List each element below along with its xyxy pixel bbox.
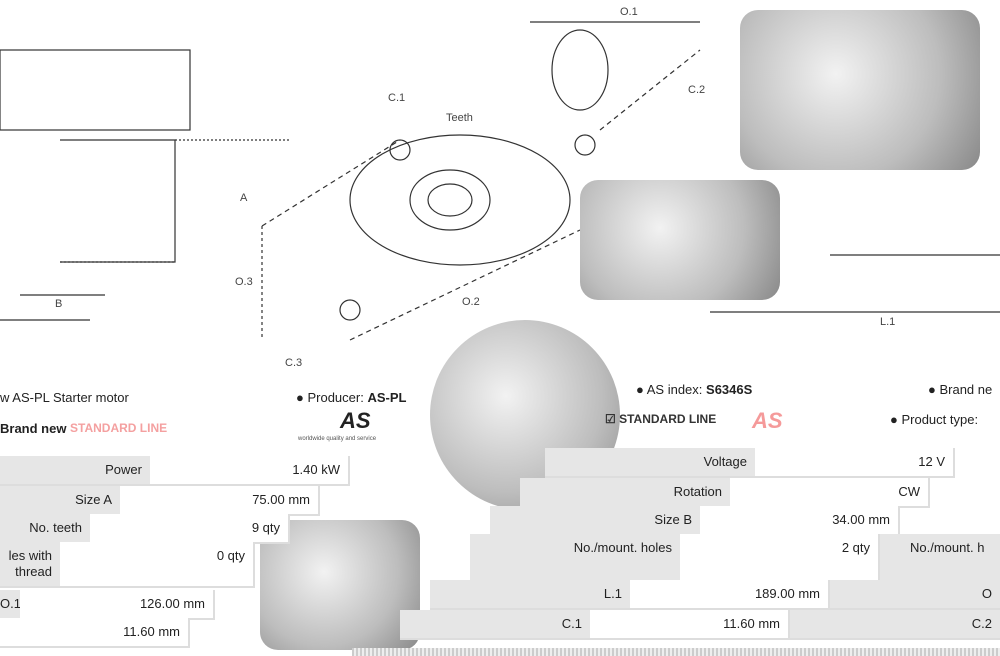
brand-new-badge: Brand new [0, 421, 67, 436]
spec-value: 34.00 mm [700, 506, 900, 534]
spec-value: 11.60 mm [590, 610, 790, 638]
standard-line-text: STANDARD LINE [619, 412, 717, 426]
spec-value: 0 qty [60, 542, 255, 586]
motor-body-outline [60, 139, 176, 263]
producer-label: Producer: [307, 390, 364, 405]
spec-value: 189.00 mm [630, 580, 830, 608]
as-index-info: ● AS index: S6346S [636, 382, 753, 397]
as-logo-faded: AS [752, 408, 783, 433]
spec-value: 2 qty [680, 534, 880, 584]
spec-label: Size B [490, 506, 700, 534]
brand-label: ● Brand ne [928, 382, 993, 397]
product-photo-front [740, 10, 980, 170]
spec-label-extra: O [830, 580, 1000, 608]
product-title: w AS-PL Starter motor [0, 390, 129, 405]
spec-value: 11.60 mm [0, 618, 190, 646]
bottom-strip [352, 648, 1000, 656]
spec-value: 9 qty [90, 514, 290, 542]
spec-label-extra: C.2 [790, 610, 1000, 638]
spec-label: les with thread [0, 542, 60, 586]
logo-tagline: worldwide quality and service [298, 436, 377, 442]
as-logo: AS [340, 408, 371, 433]
label-o1: O.1 [620, 6, 638, 18]
standard-line-faded: STANDARD LINE [70, 421, 168, 435]
spec-value: CW [730, 478, 930, 506]
spec-label: Voltage [545, 448, 755, 476]
product-photo-side [580, 180, 780, 300]
standard-line: ☑ STANDARD LINE [605, 412, 717, 426]
technical-drawing [0, 21, 1000, 341]
spec-label-extra: No./mount. h [880, 534, 1000, 584]
as-index-value: S6346S [706, 382, 753, 397]
product-type-info: ● Product type: [890, 412, 979, 427]
spec-value: 1.40 kW [150, 456, 350, 484]
label-c3: C.3 [285, 357, 303, 369]
flange-outline [349, 134, 571, 266]
spec-label: No./mount. holes [470, 534, 680, 584]
spec-label: O.1 [0, 590, 21, 618]
spec-label: Power [0, 456, 150, 484]
label-o2: O.2 [462, 296, 480, 308]
as-index-label: AS index: [646, 382, 703, 397]
spec-value: 75.00 mm [120, 486, 320, 514]
spec-value: 12 V [755, 448, 955, 476]
spec-label: No. teeth [0, 514, 90, 542]
producer-info: ● Producer: AS-PL [296, 390, 407, 405]
label-o3: O.3 [235, 276, 253, 288]
table-row: 11.60 mm [0, 618, 190, 648]
label-c2: C.2 [688, 84, 706, 96]
motor-side-outline [0, 49, 191, 131]
producer-value: AS-PL [367, 390, 407, 405]
spec-label: C.1 [400, 610, 590, 638]
label-a: A [240, 192, 248, 204]
spec-value: 126.00 mm [20, 590, 215, 618]
label-c1: C.1 [388, 92, 406, 104]
label-b: B [55, 298, 63, 310]
pinion-gear [427, 183, 473, 217]
brand-label-text: Brand ne [939, 382, 993, 397]
label-l1: L.1 [880, 316, 896, 328]
spec-label: Rotation [520, 478, 730, 506]
label-teeth: Teeth [446, 112, 473, 124]
spec-label: Size A [0, 486, 120, 514]
product-type-label: Product type: [901, 412, 979, 427]
spec-label: L.1 [430, 580, 630, 608]
